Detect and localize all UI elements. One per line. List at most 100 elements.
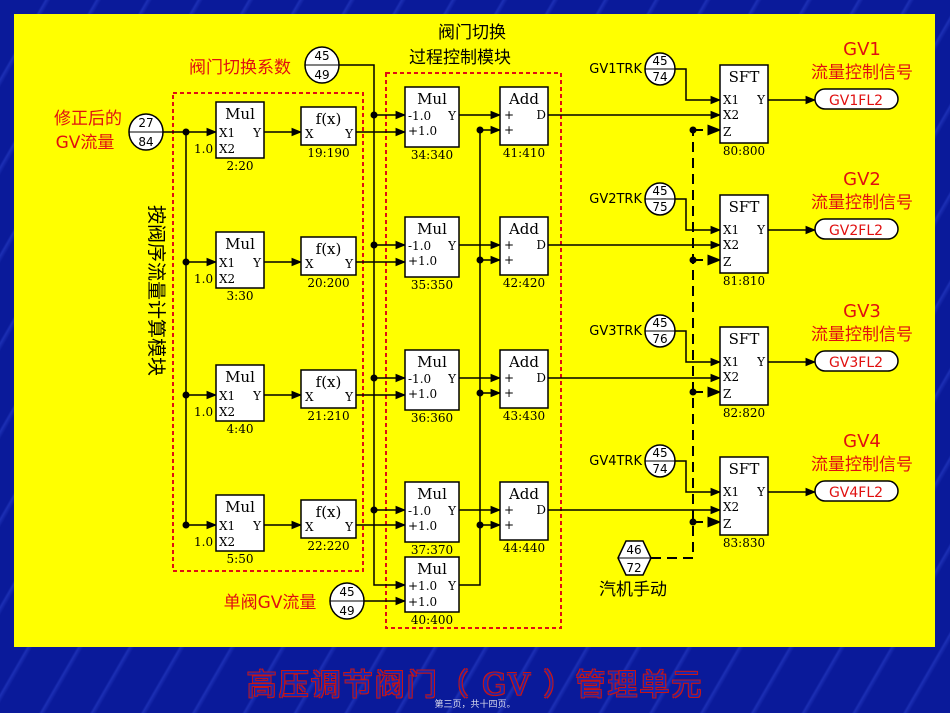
output-tag: GV4FL2 [829, 485, 883, 501]
manual-ref: 46 72 [617, 540, 652, 576]
port-label: + [504, 371, 514, 385]
trk-ref-top: 45 [652, 316, 667, 330]
block-id: 41:410 [503, 146, 545, 160]
corrected-flow-ref-top: 27 [138, 116, 153, 130]
port-label: Z [723, 255, 731, 269]
port-label: + [504, 253, 514, 267]
switch-group-label-2: 过程控制模块 [409, 48, 511, 68]
output-desc: 流量控制信号 [811, 325, 913, 345]
block-name: Add [508, 220, 539, 238]
port-label: + [504, 108, 514, 122]
output-desc: 流量控制信号 [811, 63, 913, 83]
single-valve-ref-top: 45 [339, 585, 354, 599]
block-name: Mul [225, 368, 255, 386]
block-body [499, 481, 549, 541]
port-label: X2 [723, 370, 739, 384]
junction-dot [476, 126, 484, 134]
port-label: D [536, 371, 546, 385]
port-label: Y [344, 257, 354, 271]
block-name: Mul [225, 235, 255, 253]
port-label: 1.0 [194, 142, 213, 156]
port-label: D [536, 238, 546, 252]
port-label: D [536, 503, 546, 517]
switch-coeff-bus [339, 64, 407, 590]
block-body [300, 236, 357, 276]
block-name: f(x) [316, 110, 342, 128]
single-valve-label: 单阀GV流量 [224, 593, 317, 613]
junction-dot [476, 256, 484, 264]
output-title: GV4 [843, 431, 881, 452]
output-title: GV3 [843, 301, 881, 322]
diagram-panel [14, 14, 935, 647]
trk-ref-bottom: 75 [652, 200, 667, 214]
port-label: X2 [723, 108, 739, 122]
port-label: Y [252, 389, 262, 403]
port-label: +1.0 [408, 387, 437, 401]
corrected-flow-ref-bottom: 84 [138, 135, 153, 149]
page-footer: 第三页，共十四页。 [434, 700, 516, 710]
port-label: X2 [219, 535, 235, 549]
junction-dot [476, 389, 484, 397]
port-label: -1.0 [408, 372, 431, 386]
output-tag-pill [814, 350, 899, 372]
manual-ref-bottom: 72 [626, 561, 641, 575]
bottom-mul-bus [459, 130, 481, 586]
junction-dot [689, 126, 697, 134]
wires [163, 64, 817, 606]
junction-dot [182, 128, 190, 136]
switch-coeff-ref-top: 45 [314, 49, 329, 63]
block-id: 2:20 [227, 159, 254, 173]
block-name: Mul [417, 485, 447, 503]
port-label: X [305, 520, 314, 534]
block-body [404, 86, 460, 148]
switch-coeff-ref-bottom: 49 [314, 68, 329, 82]
block-body [719, 326, 769, 406]
block-name: f(x) [316, 240, 342, 258]
block-name: SFT [729, 460, 760, 478]
block-id: 35:350 [411, 278, 453, 292]
port-label: Y [252, 126, 262, 140]
block-body [719, 64, 769, 144]
port-label: X2 [219, 142, 235, 156]
port-label: X2 [723, 500, 739, 514]
output-title: GV1 [843, 39, 881, 60]
output-tag: GV3FL2 [829, 355, 883, 371]
corrected-flow-label-1: 修正后的 [54, 109, 122, 129]
output-tag-pill [814, 218, 899, 240]
block-id: 81:810 [723, 274, 765, 288]
block-id: 4:40 [227, 422, 254, 436]
port-label: Y [447, 372, 457, 386]
port-label: Y [756, 485, 766, 499]
port-label: X2 [219, 272, 235, 286]
trk-ref-bottom: 76 [652, 332, 667, 346]
corrected-flow-label-2: GV流量 [56, 133, 115, 153]
port-label: 1.0 [194, 535, 213, 549]
trk-label: GV1TRK [589, 62, 642, 77]
block-body [300, 106, 357, 146]
block-id: 5:50 [227, 552, 254, 566]
block-name: Add [508, 485, 539, 503]
block-id: 43:430 [503, 409, 545, 423]
block-body [719, 194, 769, 274]
trk-label: GV2TRK [589, 192, 642, 207]
trk-wire [675, 198, 722, 235]
port-label: X1 [219, 389, 235, 403]
port-label: Y [756, 223, 766, 237]
